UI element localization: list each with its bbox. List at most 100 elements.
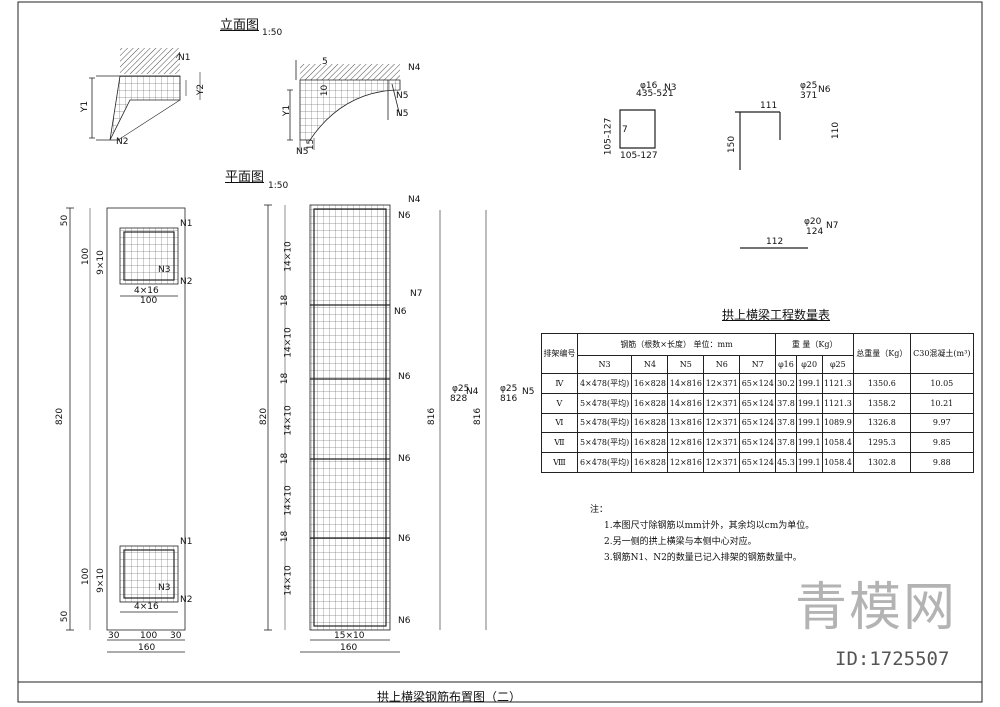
label-n2-plan-b: N2: [180, 595, 193, 605]
label-4x16-top: 4×16: [134, 286, 159, 296]
n7-tag: N7: [826, 221, 839, 231]
cell: 1089.9: [821, 412, 855, 434]
label-100-topw: 100: [140, 296, 158, 306]
n6-tag: N6: [818, 85, 831, 95]
cell: Ⅷ: [541, 452, 578, 473]
label-18-c: 18: [280, 452, 291, 465]
label-9x10-top: 9×10: [95, 250, 106, 275]
label-n3-plan-b: N3: [158, 583, 171, 593]
label-14x10-e: 14×10: [283, 565, 294, 596]
label-160-width: 160: [138, 643, 156, 653]
n3-bottom: 105-127: [620, 151, 658, 161]
plan-left-column: [66, 207, 186, 653]
cell: 10.21: [909, 392, 975, 414]
sub-n4: N4: [631, 355, 669, 374]
cell: 1350.6: [853, 373, 911, 394]
label-n5-elev-b: N5: [396, 109, 409, 119]
cell: 1295.3: [853, 432, 911, 454]
cell: 65×124: [739, 392, 777, 414]
cell: 37.8: [775, 412, 797, 434]
label-n5-spec-b: 816: [500, 394, 518, 404]
label-18-a: 18: [280, 294, 291, 307]
label-n6-b: N6: [394, 307, 407, 317]
n6-right: 110: [831, 121, 842, 140]
cell: Ⅳ: [541, 373, 578, 394]
n6-left: 150: [727, 135, 738, 154]
label-n5-elev-c: N5: [296, 147, 309, 157]
label-100-top: 100: [81, 247, 92, 266]
cell: 4×478(平均): [576, 373, 633, 394]
cell: 1058.4: [821, 432, 855, 454]
watermark-brand: 青模网: [795, 578, 958, 638]
label-5-elev: 5: [322, 57, 328, 67]
label-15x10: 15×10: [334, 631, 365, 641]
cell: 199.1: [795, 452, 823, 473]
label-n7-plan: N7: [410, 289, 423, 299]
label-n2-plan: N2: [180, 277, 193, 287]
cell: 5×478(平均): [576, 412, 633, 434]
label-n6-c: N6: [398, 372, 411, 382]
table-title: 拱上横梁工程数量表: [722, 308, 831, 322]
label-n4-spec-a: φ25: [452, 384, 470, 394]
n7-left: 112: [766, 237, 784, 247]
note-item: 3.钢筋N1、N2的数量已记入排架的钢筋数量中。: [604, 553, 802, 563]
label-14x10-c: 14×10: [283, 405, 294, 436]
n3-len: 435-521: [636, 89, 674, 99]
cell: Ⅵ: [541, 412, 578, 434]
label-50-bot: 50: [60, 610, 71, 623]
elevation-left: [89, 48, 201, 141]
label-30-left: 30: [108, 631, 120, 641]
label-n4-elev: N4: [408, 63, 421, 73]
label-n1-plan-b: N1: [180, 537, 193, 547]
cell: 12×371: [703, 412, 741, 434]
cell: 30.2: [775, 373, 797, 394]
label-4x16-bot: 4×16: [134, 602, 159, 612]
label-100-width: 100: [140, 631, 158, 641]
cell: 12×816: [667, 432, 705, 454]
sub-phi25: φ25: [821, 355, 855, 374]
label-30-right: 30: [170, 631, 182, 641]
header-rebar: 钢筋（根数×长度） 单位：mm: [576, 333, 777, 356]
cell: 1302.8: [853, 452, 911, 473]
n6-len: 371: [800, 91, 818, 101]
plan-scale: 1:50: [268, 181, 289, 191]
elevation-scale: 1:50: [262, 28, 283, 38]
cell: 65×124: [739, 452, 777, 473]
cell: 199.1: [795, 392, 823, 414]
cell: 9.88: [909, 452, 975, 473]
cell: 199.1: [795, 412, 823, 434]
label-n4-side: N4: [466, 387, 479, 397]
cell: 14×816: [667, 392, 705, 414]
n7-dia: φ20: [804, 217, 822, 227]
elevation-right: [287, 60, 401, 152]
label-n4-plan: N4: [408, 195, 421, 205]
cell: 1121.3: [821, 392, 855, 414]
cell: 65×124: [739, 373, 777, 394]
cell: 1121.3: [821, 373, 855, 394]
watermark-id: ID:1725507: [835, 648, 950, 670]
header-weight: 重 量（Kg）: [775, 333, 855, 356]
n7-len: 124: [806, 227, 824, 237]
label-14x10-d: 14×10: [283, 485, 294, 516]
label-n5-elev-a: N5: [396, 91, 409, 101]
plan-main-grid: [264, 204, 487, 653]
label-10-elev: 10: [320, 84, 331, 97]
notes-block: 注： 1.本图尺寸除钢筋以mm计外，其余均以cm为单位。 2.另一侧的拱上横梁与…: [590, 502, 814, 566]
cell: 5×478(平均): [576, 432, 633, 454]
label-n2-elev: N2: [116, 137, 129, 147]
cell: 6×478(平均): [576, 452, 633, 473]
header-concrete: C30混凝土(m³): [909, 333, 975, 374]
cell: 14×816: [667, 373, 705, 394]
label-n6-e: N6: [398, 534, 411, 544]
n3-dia: φ16: [640, 81, 658, 91]
n3-inner: 7: [622, 125, 628, 135]
cell: Ⅴ: [541, 392, 578, 414]
cell: 1358.2: [853, 392, 911, 414]
cell: 10.05: [909, 373, 975, 394]
elevation-title: 立面图: [220, 18, 260, 33]
